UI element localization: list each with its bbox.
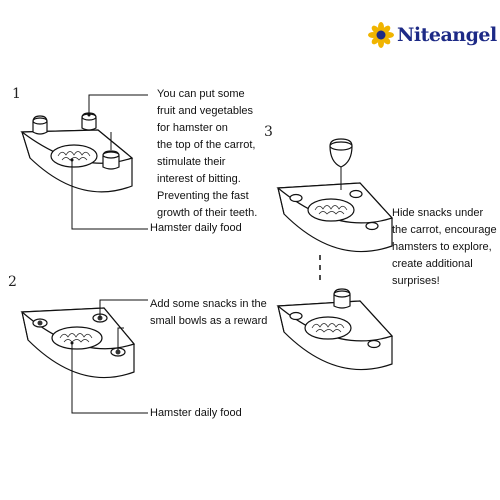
step-1-food-label: Hamster daily food [150, 222, 242, 234]
food-bowl [307, 198, 355, 222]
lifted-carrot [329, 138, 353, 190]
step-3-caption: Hide snacks under the carrot, encourage … [392, 207, 497, 287]
step-number-2: 2 [8, 274, 17, 290]
brand-logo: Niteangel [368, 22, 497, 48]
step-number-1: 1 [12, 86, 21, 102]
carrot-top [81, 112, 97, 131]
feeder-figure-1 [20, 94, 148, 230]
carrot-on-base [333, 288, 351, 309]
sunflower-logo-icon [368, 22, 394, 48]
feeder-figure-3-top [276, 138, 394, 253]
step-1-caption: You can put some fruit and vegetables fo… [157, 88, 258, 219]
feeder-figure-2 [20, 299, 148, 414]
step-number-3: 3 [264, 124, 273, 140]
step-2-caption: Add some snacks in the small bowls as a … [150, 298, 268, 327]
step-2-food-label: Hamster daily food [150, 407, 242, 419]
feeder-figure-3-bottom [276, 288, 394, 371]
food-bowl [304, 316, 352, 340]
carrot-left [32, 115, 48, 135]
carrot-right [102, 150, 120, 170]
brand-name: Niteangel [397, 24, 497, 46]
food-bowl [50, 144, 98, 168]
food-bowl [51, 326, 103, 350]
